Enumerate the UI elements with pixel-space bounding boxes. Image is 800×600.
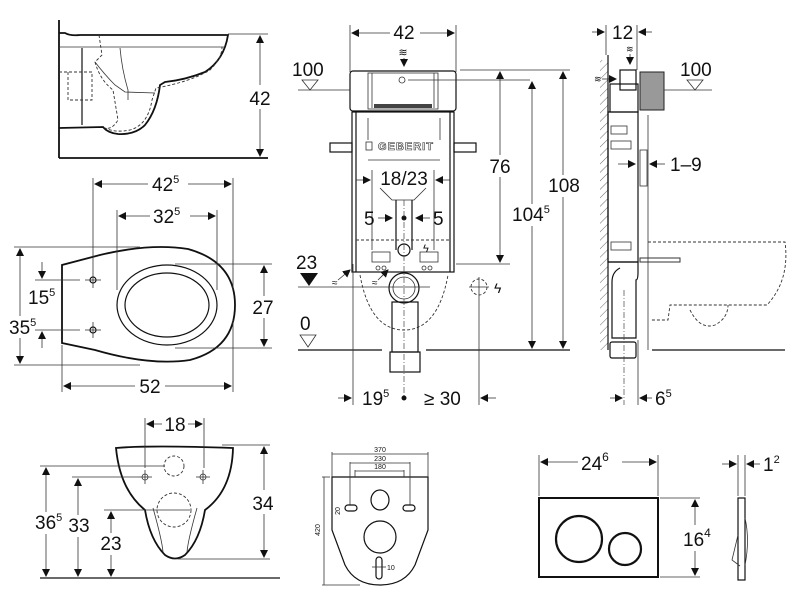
top-inner-width-label: 325 (153, 206, 180, 228)
water-supply-icon-2: ≈ (372, 278, 378, 289)
bowl-front-outline (115, 445, 234, 560)
electric-icon: ϟ (494, 280, 502, 296)
top-bolt-spacing-label: 155 (28, 287, 55, 309)
water-inlet-icon: ≋ (398, 47, 407, 59)
water-inlet-icon-side: ≋ (626, 44, 634, 54)
front-bolt-spacing-label: 18 (164, 415, 185, 436)
frame-height-76-label: 76 (489, 157, 510, 178)
gasket-width-inner-label: 180 (374, 464, 386, 471)
side-depth-label: 12 (612, 23, 633, 44)
side-level-top-label: 100 (680, 60, 712, 81)
frame-body (351, 111, 455, 273)
frame-front-view: 42 ≋ 100 GEBERIT 18/23 (292, 22, 582, 410)
cistern-top (349, 70, 457, 112)
side-wall-range-label: 1–9 (670, 155, 702, 176)
wall-hatch (600, 60, 608, 350)
top-seat-depth-label: 27 (252, 298, 273, 319)
water-supply-icon: ≈ (332, 278, 338, 289)
side-bowl-height-label: 42 (249, 89, 270, 110)
frame-side-view: 12 ≋ ≋ 100 1–9 65 (592, 23, 787, 410)
frame-min-clearance-label: ≥ 30 (424, 389, 461, 410)
bowl-outline (58, 32, 230, 135)
flush-plate-side (737, 497, 746, 581)
frame-offset-left-label: 5 (364, 209, 375, 230)
brand-label: GEBERIT (378, 141, 434, 153)
front-height-33-label: 33 (68, 516, 89, 537)
front-height-23-label: 23 (100, 534, 121, 555)
gasket-width-total-label: 370 (374, 447, 386, 454)
frame-level-floor-label: 0 (300, 314, 311, 335)
gasket-width-mid-label: 230 (374, 456, 386, 463)
side-drain-offset-label: 65 (655, 388, 672, 410)
frame-level-drain-label: 23 (296, 253, 317, 274)
flush-plate-mount (639, 71, 665, 111)
top-length-label: 52 (139, 377, 160, 398)
flush-button-small (607, 531, 643, 567)
flush-button-large (554, 514, 604, 564)
gasket-height-label: 420 (315, 524, 322, 536)
insulation-gasket: 370 230 180 10 20 420 (315, 447, 429, 586)
gasket-bottom-slot-label: 10 (387, 565, 395, 572)
frame-width-label: 42 (393, 23, 414, 44)
top-view-bowl: 425 325 52 355 155 27 (8, 174, 278, 398)
frame-level-top-label: 100 (292, 60, 324, 81)
front-view-bowl: 18 34 365 33 23 (33, 414, 280, 579)
electric-icon-frame: ϟ (423, 243, 429, 255)
water-supply-icon-side: ≋ (594, 74, 602, 84)
frame-bolt-spacing-label: 18/23 (380, 169, 428, 190)
side-view-bowl: 42 (58, 20, 277, 159)
seat-inner (124, 272, 210, 338)
flush-plate: 246 164 12 (538, 450, 780, 581)
front-bowl-height-label: 34 (252, 494, 274, 515)
gasket-slot-label: 20 (335, 507, 342, 515)
frame-height-104-label: 1045 (512, 204, 550, 226)
frame-offset-right-label: 5 (433, 209, 444, 230)
top-depth-label: 355 (9, 317, 36, 339)
flush-plate-height-label: 164 (683, 526, 711, 551)
flush-plate-width-label: 246 (581, 450, 609, 475)
front-height-36-label: 365 (35, 512, 62, 534)
frame-height-108-label: 108 (548, 176, 580, 197)
seat-outer (116, 264, 218, 346)
top-outer-width-label: 425 (152, 174, 179, 196)
frame-offset-19-label: 195 (362, 388, 389, 410)
flush-plate-thickness-label: 12 (763, 454, 780, 476)
bowl-outline-dashed (648, 241, 787, 321)
gasket-outline (331, 476, 429, 586)
bowl-top-outline (61, 246, 236, 363)
